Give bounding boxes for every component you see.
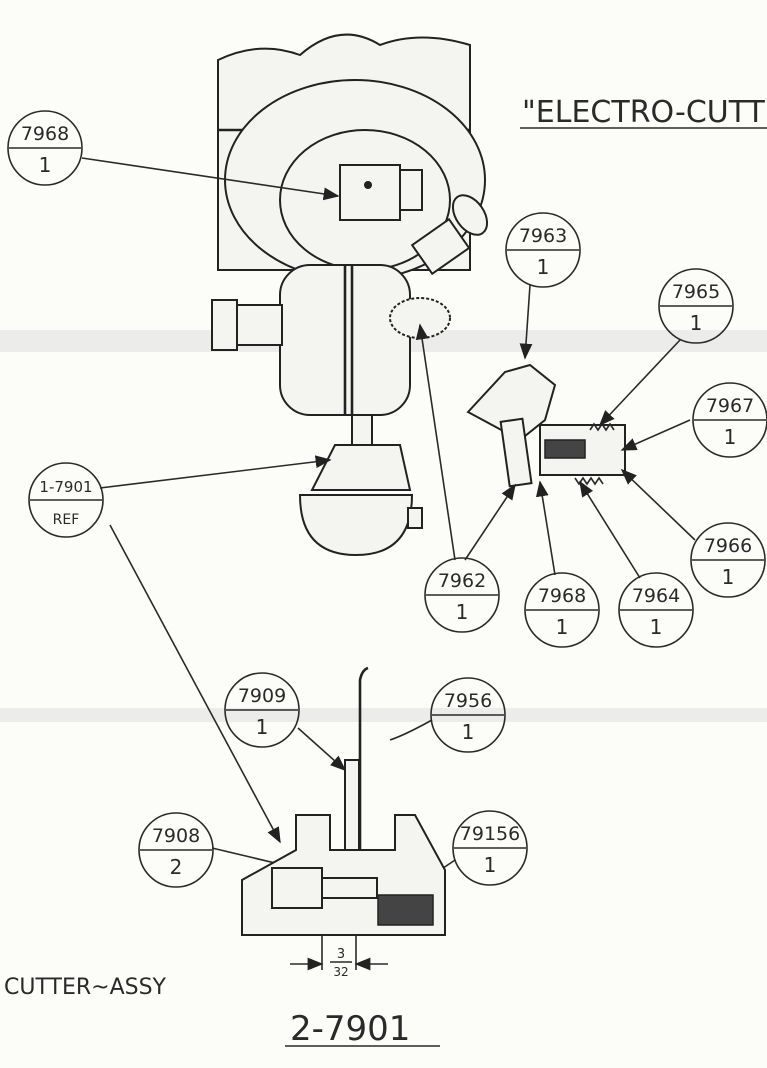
callout-balloon: 7965 1	[658, 268, 734, 344]
callout-quantity: 1	[456, 600, 469, 624]
callout-part-number: 7967	[706, 395, 754, 417]
callout-part-number: 7909	[238, 685, 286, 707]
callout-part-number: 7908	[152, 825, 200, 847]
callout-part-number: 1-7901	[39, 478, 92, 496]
callout-part-number: 7956	[444, 690, 492, 712]
switch-detail-illustration	[466, 363, 626, 488]
callout-balloon: 7968 1	[524, 572, 600, 648]
callout-part-number: 79156	[460, 823, 520, 845]
callout-balloon: 7909 1	[224, 672, 300, 748]
callout-quantity: 1	[484, 853, 497, 877]
dimension-denominator: 32	[333, 965, 348, 979]
callout-balloon: 7964 1	[618, 572, 694, 648]
callout-balloon: 7966 1	[690, 522, 766, 598]
callout-quantity: 1	[722, 565, 735, 589]
balloon-circle	[28, 462, 104, 538]
balloon-circle	[424, 557, 500, 633]
balloon-circle	[658, 268, 734, 344]
balloon-circle	[690, 522, 766, 598]
callout-quantity: 2	[170, 855, 183, 879]
callout-quantity: 1	[39, 153, 52, 177]
dimension-numerator: 3	[337, 947, 345, 962]
callout-quantity: 1	[690, 311, 703, 335]
callout-balloon: 7963 1	[505, 212, 581, 288]
balloon-circle	[524, 572, 600, 648]
callout-balloon: 7962 1	[424, 557, 500, 633]
callout-quantity: REF	[53, 512, 80, 528]
callout-quantity: 1	[537, 255, 550, 279]
balloon-circle	[692, 382, 767, 458]
callout-quantity: 1	[724, 425, 737, 449]
callout-part-number: 7965	[672, 281, 720, 303]
callout-part-number: 7962	[438, 570, 486, 592]
balloon-circle	[618, 572, 694, 648]
cutter-head-illustration	[211, 33, 489, 557]
drawing-number: 2-7901	[290, 1009, 410, 1049]
callout-quantity: 1	[256, 715, 269, 739]
callout-balloon: 79156 1	[452, 810, 528, 886]
balloon-circle	[224, 672, 300, 748]
callout-part-number: 7968	[21, 123, 69, 145]
callout-balloon: 7956 1	[430, 677, 506, 753]
balloon-circle	[430, 677, 506, 753]
callout-balloons: 7968 1 7963 1 7965 1 7967 1 7966 1 7962 1 7968 1 7964 1…	[7, 110, 767, 888]
balloon-circle	[452, 810, 528, 886]
product-title: "ELECTRO-CUTT	[522, 95, 766, 130]
balloon-circle	[138, 812, 214, 888]
assembly-label: CUTTER~ASSY	[4, 975, 167, 1000]
callout-part-number: 7963	[519, 225, 567, 247]
callout-quantity: 1	[556, 615, 569, 639]
callout-quantity: 1	[462, 720, 475, 744]
callout-balloon: 7968 1	[7, 110, 83, 186]
callout-part-number: 7966	[704, 535, 752, 557]
callout-part-number: 7964	[632, 585, 680, 607]
callout-part-number: 7968	[538, 585, 586, 607]
callout-balloon: 7967 1	[692, 382, 767, 458]
callout-balloon: 7908 2	[138, 812, 214, 888]
callout-quantity: 1	[650, 615, 663, 639]
balloon-circle	[7, 110, 83, 186]
leader-lines	[81, 157, 696, 893]
balloon-circle	[505, 212, 581, 288]
cutter-assembly-section: 3 32	[241, 666, 446, 979]
paper-fold	[0, 708, 767, 722]
